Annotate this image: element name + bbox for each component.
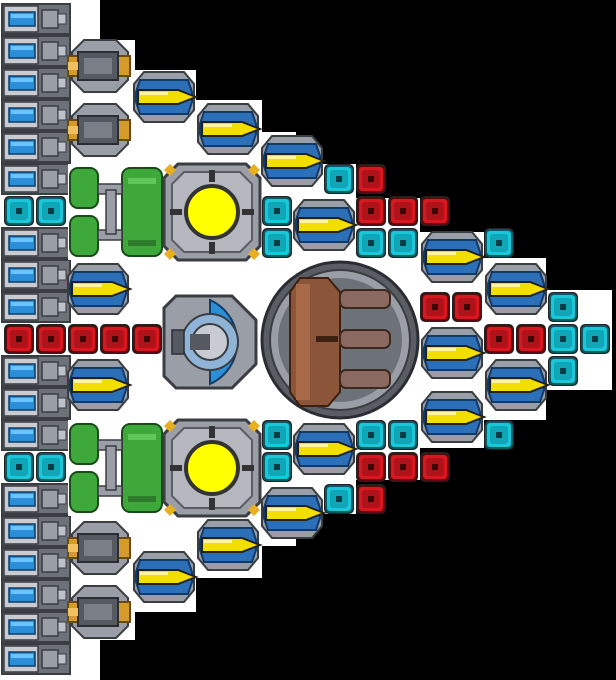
- battery-cell: [1, 99, 71, 131]
- battery-cell: [1, 291, 71, 323]
- damage-cell: [67, 323, 99, 355]
- thruster: [67, 521, 131, 575]
- shield-cell: [547, 291, 579, 323]
- damage-cell: [451, 291, 483, 323]
- laser-turret: [485, 359, 549, 411]
- shield-cell: [547, 355, 579, 387]
- damage-cell: [35, 323, 67, 355]
- shield-cell: [323, 163, 355, 195]
- battery-cell: [1, 131, 71, 163]
- shield-cell: [261, 419, 293, 451]
- laser-turret: [293, 423, 357, 475]
- damage-cell: [131, 323, 163, 355]
- battery-cell: [1, 515, 71, 547]
- shield-cell: [579, 323, 611, 355]
- damage-cell: [387, 451, 419, 483]
- battery-cell: [1, 547, 71, 579]
- damage-cell: [419, 451, 451, 483]
- laser-turret: [133, 551, 197, 603]
- damage-cell: [483, 323, 515, 355]
- battery-cell: [1, 643, 71, 675]
- shield-cell: [547, 323, 579, 355]
- battery-cell: [1, 163, 71, 195]
- laser-turret: [485, 263, 549, 315]
- laser-turret: [197, 519, 261, 571]
- damage-cell: [99, 323, 131, 355]
- laser-turret: [67, 359, 131, 411]
- damage-cell: [515, 323, 547, 355]
- main-cannon: [260, 260, 420, 420]
- laser-turret: [67, 263, 131, 315]
- shield-cell: [3, 451, 35, 483]
- damage-cell: [355, 451, 387, 483]
- shield-cell: [3, 195, 35, 227]
- laser-turret: [421, 327, 485, 379]
- shield-cell: [483, 227, 515, 259]
- fuel-tank: [67, 163, 165, 261]
- thruster: [67, 585, 131, 639]
- battery-cell: [1, 3, 71, 35]
- laser-turret: [197, 103, 261, 155]
- laser-turret: [261, 135, 325, 187]
- fuel-tank: [67, 419, 165, 517]
- damage-cell: [387, 195, 419, 227]
- shield-cell: [483, 419, 515, 451]
- laser-turret: [293, 199, 357, 251]
- laser-turret: [421, 231, 485, 283]
- battery-cell: [1, 419, 71, 451]
- battery-cell: [1, 483, 71, 515]
- battery-cell: [1, 227, 71, 259]
- damage-cell: [419, 291, 451, 323]
- battery-cell: [1, 387, 71, 419]
- damage-cell: [355, 195, 387, 227]
- laser-turret: [133, 71, 197, 123]
- battery-cell: [1, 579, 71, 611]
- battery-cell: [1, 355, 71, 387]
- damage-cell: [3, 323, 35, 355]
- laser-turret: [421, 391, 485, 443]
- reactor: [162, 418, 262, 518]
- battery-cell: [1, 259, 71, 291]
- damage-cell: [355, 163, 387, 195]
- battery-cell: [1, 67, 71, 99]
- shield-cell: [387, 227, 419, 259]
- shield-cell: [323, 483, 355, 515]
- damage-cell: [419, 195, 451, 227]
- shield-cell: [261, 451, 293, 483]
- battery-cell: [1, 35, 71, 67]
- shield-cell: [261, 195, 293, 227]
- command-pod: [162, 294, 258, 390]
- damage-cell: [355, 483, 387, 515]
- reactor: [162, 162, 262, 262]
- shield-cell: [355, 227, 387, 259]
- shield-cell: [387, 419, 419, 451]
- laser-turret: [261, 487, 325, 539]
- battery-cell: [1, 611, 71, 643]
- shield-cell: [355, 419, 387, 451]
- thruster: [67, 39, 131, 93]
- shield-cell: [35, 195, 67, 227]
- shield-cell: [35, 451, 67, 483]
- shield-cell: [261, 227, 293, 259]
- thruster: [67, 103, 131, 157]
